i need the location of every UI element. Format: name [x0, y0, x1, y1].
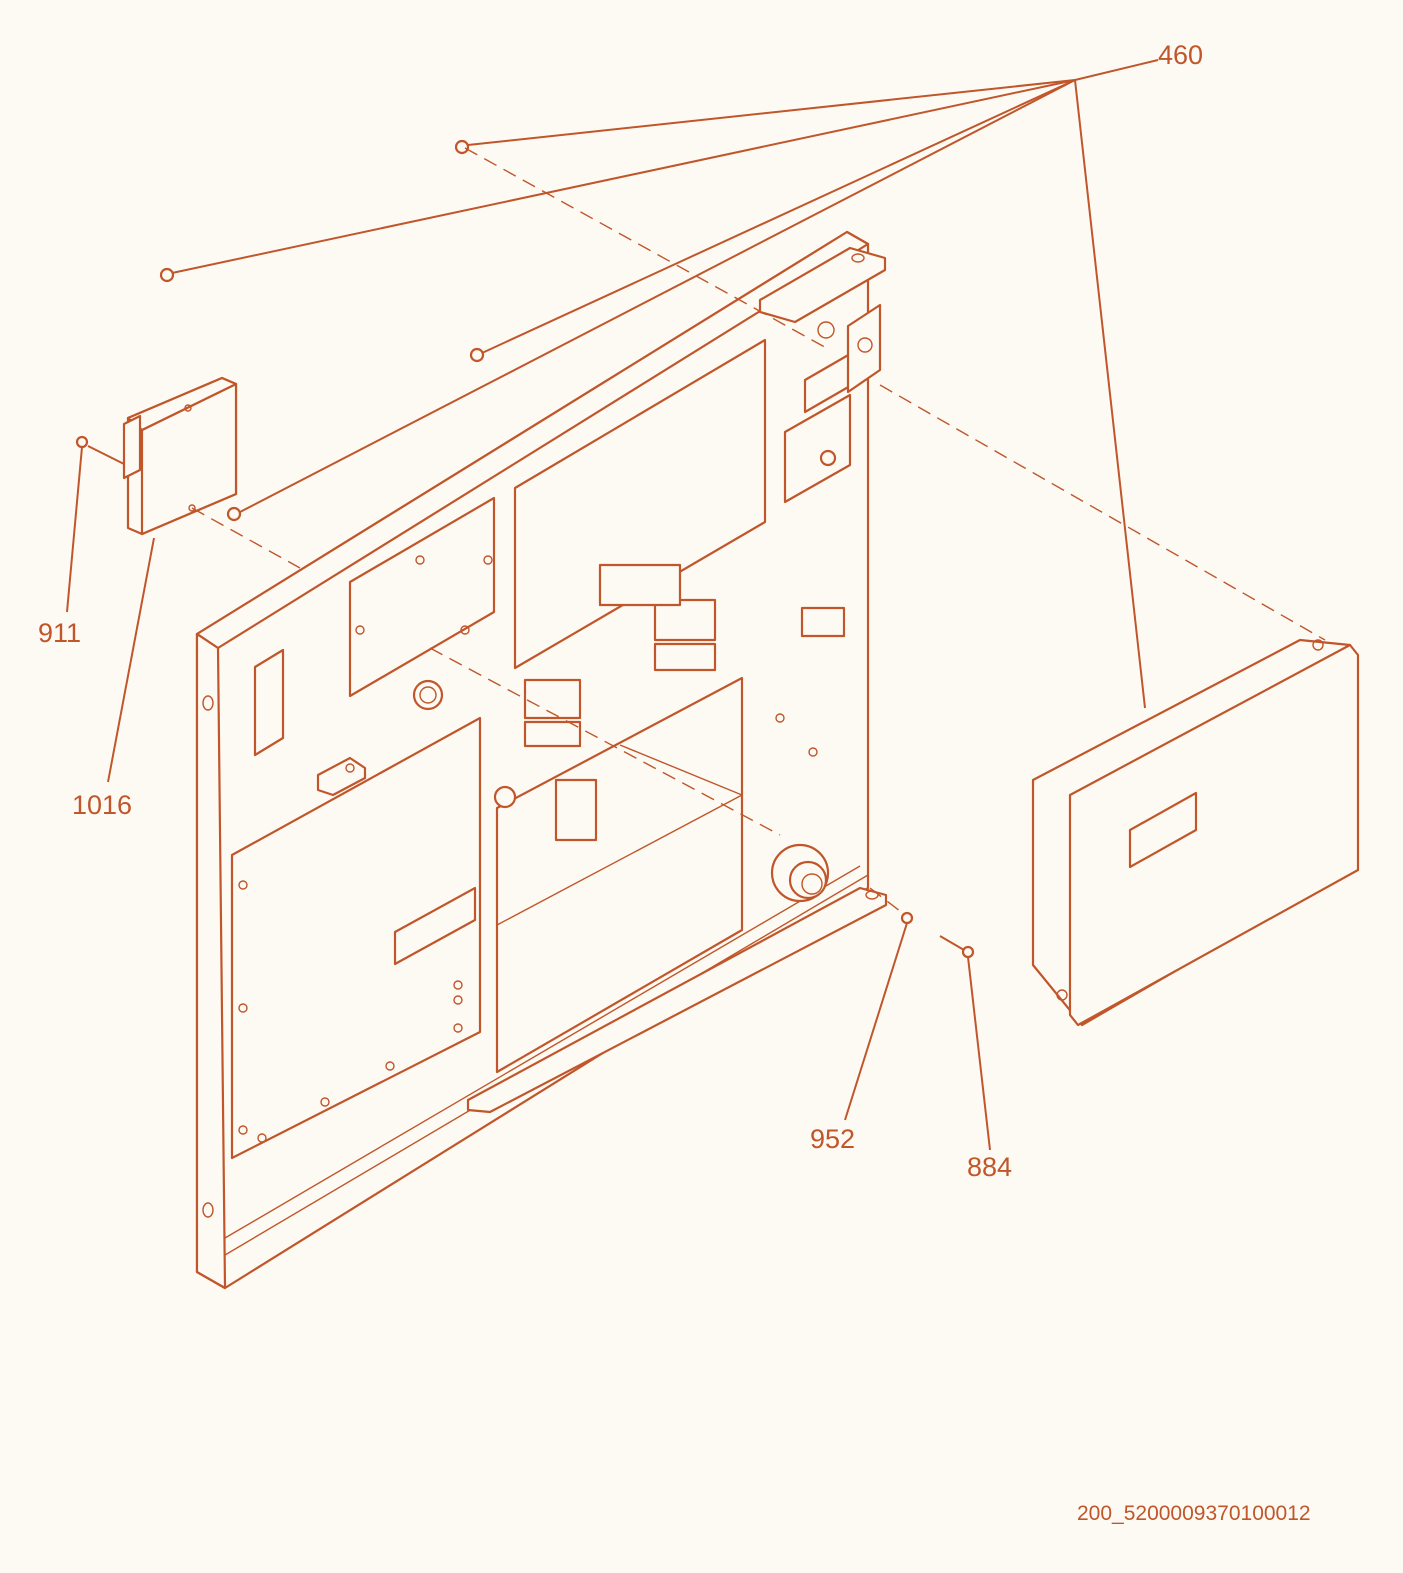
hardware: [75, 139, 975, 959]
callout-911: 911: [38, 618, 82, 648]
callout-1016: 1016: [72, 790, 133, 820]
inner-plates: [230, 303, 882, 1160]
document-id: 200_5200009370100012: [1077, 1502, 1311, 1525]
leader-lines: [66, 59, 1159, 1151]
callout-884: 884: [967, 1152, 1013, 1182]
module-1016: [122, 376, 238, 536]
display-cover-460: [1031, 638, 1360, 1027]
assembly-lines: [191, 147, 1326, 916]
callout-460: 460: [1158, 40, 1204, 70]
callout-952: 952: [810, 1124, 856, 1154]
panel-components: [238, 555, 846, 1143]
back-panel: [195, 230, 888, 1290]
